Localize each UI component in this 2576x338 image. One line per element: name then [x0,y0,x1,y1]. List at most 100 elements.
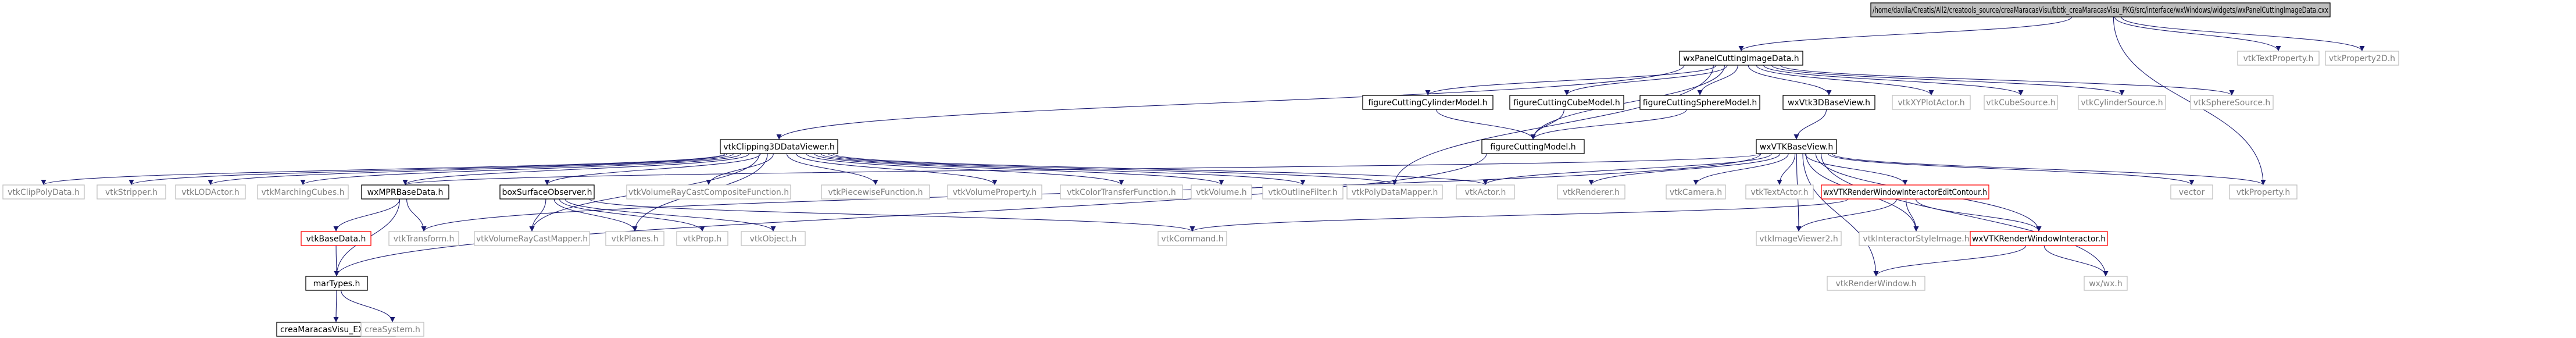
node-label: vtkLODActor.h [181,188,240,197]
node-label: vtkPolyDataMapper.h [1352,188,1438,197]
node-label: vtkCylinderSource.h [2081,98,2163,108]
file-node-wxrwi[interactable]: wxVTKRenderWindowInteractor.h [1970,231,2108,246]
edge-clip3d-to-mcubes [300,153,742,186]
node-label: vtkProperty.h [2236,188,2290,197]
node-box [741,231,806,246]
node-label: wxVtk3DBaseView.h [1788,98,1870,108]
node-label: vtkPiecewiseFunction.h [828,188,923,197]
edge-boxsurf-to-vrmapper [529,198,546,232]
file-node-planes: vtkPlanes.h [605,231,664,246]
edge-vtkbase-to-mpr [403,153,1762,186]
node-box [1756,231,1842,246]
file-node-mpr[interactable]: wxMPRBaseData.h [361,184,449,200]
node-box [2325,51,2399,66]
node-box [1666,184,1726,200]
edge-clip3d-to-polymap [828,153,1398,186]
node-box [1679,51,1803,66]
file-node-boxsurf[interactable]: boxSurfaceObserver.h [499,184,595,200]
file-node-fccube[interactable]: figureCuttingCubeModel.h [1509,95,1624,110]
edge-clip3d-to-ctf [806,153,1124,186]
file-node-panel[interactable]: wxPanelCuttingImageData.h [1679,51,1803,66]
file-node-cubesrc: vtkCubeSource.h [1984,95,2058,110]
node-label: boxSurfaceObserver.h [502,188,592,197]
node-box [2170,184,2213,200]
edge-clip3d-to-actor [833,153,1488,186]
file-node-clip3d[interactable]: vtkClipping3DDataViewer.h [720,139,838,154]
edge-clip3d-to-volprop [796,153,998,186]
file-node-fcsph[interactable]: figureCuttingSphereModel.h [1639,95,1760,110]
file-node-prop2d: vtkProperty2D.h [2325,51,2399,66]
node-box [1262,184,1344,200]
node-label: vtkClipping3DDataViewer.h [723,143,835,152]
file-node-basedata[interactable]: vtkBaseData.h [301,231,371,246]
file-node-ctf: vtkColorTransferFunction.h [1060,184,1183,200]
node-box [1745,184,1814,200]
node-box [97,184,166,200]
edge-vtkbase-to-renderer [1588,153,1781,186]
dependency-edges [41,16,2365,323]
edge-panel-to-fccyl [1425,65,1717,96]
edge-vtkbase-to-renwin [1802,153,1879,277]
node-box [361,184,449,200]
file-node-lod: vtkLODActor.h [175,184,246,200]
node-box [305,276,368,291]
node-label: vtkCommand.h [1161,234,1223,244]
file-node-mcubes: vtkMarchingCubes.h [257,184,349,200]
edge-vtkbase-to-actor [1482,153,1772,186]
file-node-imgviewer: vtkImageViewer2.h [1756,231,1842,246]
edge-panel-to-fccube [1564,65,1728,96]
file-node-command: vtkCommand.h [1157,231,1227,246]
file-node-vtk3d[interactable]: wxVtk3DBaseView.h [1782,95,1875,110]
node-box [1509,95,1624,110]
edge-fcmodel-to-martypes [334,153,1487,277]
node-label: wxVTKRenderWindowInteractorEditContour.h [1823,188,1987,197]
file-node-piecewise: vtkPiecewiseFunction.h [821,184,930,200]
file-node-sphsrc: vtkSphereSource.h [2190,95,2274,110]
edge-boxsurf-to-planes [553,198,638,232]
file-node-fcmodel[interactable]: figureCuttingModel.h [1481,139,1585,154]
edge-clip3d-to-clippoly [41,153,726,186]
edge-clip3d-to-volume [814,153,1224,186]
edge-panel-to-clip3d [776,65,1685,140]
node-box [1892,95,1971,110]
file-node-renderer: vtkRenderer.h [1557,184,1625,200]
edge-panel-to-polymap [1392,65,1714,186]
edge-root-to-textprop [2114,16,2281,52]
node-box [1756,139,1837,154]
file-node-root[interactable]: /home/davila/Creatis/All2/creatools_sour… [1870,2,2331,17]
node-box [1984,95,2058,110]
file-node-polymap: vtkPolyDataMapper.h [1346,184,1443,200]
edge-boxsurf-to-vtkobject [564,198,776,232]
file-node-vtkbase[interactable]: wxVTKBaseView.h [1756,139,1837,154]
node-box [474,231,590,246]
edge-vtkbase-to-property [1831,153,2266,186]
file-node-camera: vtkCamera.h [1666,184,1726,200]
node-label: vtkOutlineFilter.h [1268,188,1337,197]
edge-boxsurf-to-command [589,198,1195,232]
file-node-istyle: vtkInteractorStyleImage.h [1859,231,1974,246]
node-label: vtkVolume.h [1196,188,1246,197]
node-label: vtkTransform.h [394,234,455,244]
file-node-vtkprop: vtkProp.h [676,231,728,246]
node-box [1821,184,1989,200]
edge-root-to-prop2d [2121,16,2365,52]
file-node-wxrwiec[interactable]: wxVTKRenderWindowInteractorEditContour.h [1821,184,1989,200]
edge-panel-to-fcsph [1697,65,1738,96]
node-box [2,184,85,200]
file-node-textprop: vtkTextProperty.h [2237,51,2320,66]
node-label: /home/davila/Creatis/All2/creatools_sour… [1873,6,2328,15]
edge-mpr-to-basedata [333,198,401,232]
node-label: figureCuttingCylinderModel.h [1368,98,1487,108]
edge-wxrwiec-to-wxrwi [1915,198,2042,232]
edge-martypes-to-export [333,290,339,323]
node-box [2078,95,2166,110]
node-label: wxPanelCuttingImageData.h [1683,54,1799,63]
edge-vtk3d-to-vtkbase [1793,109,1827,140]
node-box [2084,276,2128,291]
edge-vtkbase-to-textactor [1777,153,1796,186]
file-node-martypes[interactable]: marTypes.h [305,276,368,291]
file-node-actor: vtkActor.h [1456,184,1515,200]
file-node-stripper: vtkStripper.h [97,184,166,200]
file-node-fccyl[interactable]: figureCuttingCylinderModel.h [1362,95,1494,110]
